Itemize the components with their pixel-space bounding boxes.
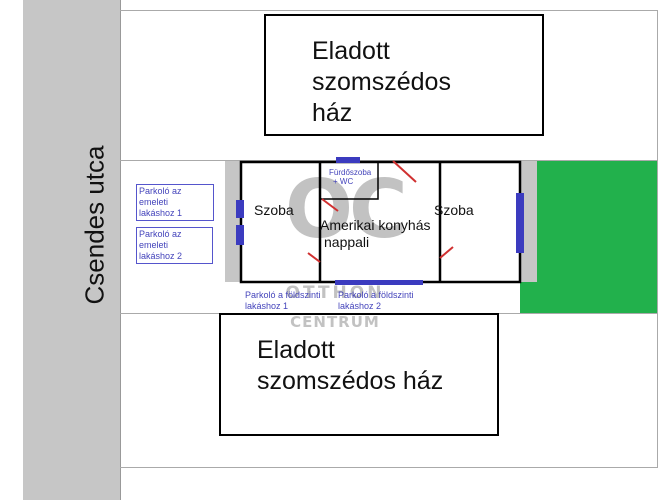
neighbor-bottom-text: Eladott — [257, 336, 335, 364]
watermark-line1: OTTHON — [285, 283, 385, 303]
living-line: Amerikai konyhás — [320, 217, 431, 233]
window-icon — [516, 193, 524, 253]
door-icon — [392, 160, 417, 183]
door-icon — [321, 198, 339, 212]
lot-boundary — [120, 10, 658, 468]
plot-line-top — [120, 160, 657, 161]
neighbor-top-text: ház — [312, 99, 353, 127]
parking-upper-1: Parkoló az emeleti lakáshoz 1 — [136, 184, 214, 221]
street — [23, 0, 121, 500]
parking-line: Parkoló az emeleti — [139, 229, 182, 250]
door-icon — [439, 246, 454, 259]
door-icon — [307, 252, 321, 263]
room-label-living: Amerikai konyhás nappali — [320, 217, 431, 251]
room-label-bathroom: Fürdőszoba + WC — [329, 168, 371, 186]
parking-line: lakáshoz 1 — [139, 208, 183, 218]
parking-line: lakáshoz 1 — [245, 301, 289, 311]
window-icon — [336, 157, 360, 163]
window-icon — [335, 280, 423, 285]
neighbor-top-text: Eladott — [312, 37, 390, 65]
bathroom-line: Fürdőszoba — [329, 168, 372, 177]
living-line: nappali — [324, 234, 370, 250]
room-label-left: Szoba — [254, 202, 294, 218]
parking-line: lakáshoz 2 — [139, 251, 183, 261]
parking-upper-2: Parkoló az emeleti lakáshoz 2 — [136, 227, 213, 264]
window-icon — [236, 200, 244, 218]
neighbor-house-bottom: Eladott szomszédos ház — [219, 313, 499, 436]
parking-line: lakáshoz 2 — [338, 301, 382, 311]
bathroom-line: + WC — [333, 177, 354, 186]
parking-line: Parkoló a földszinti — [338, 290, 414, 300]
watermark-line2: CENTRUM — [290, 313, 380, 331]
terrace-left — [225, 161, 240, 282]
parking-line: Parkoló az emeleti — [139, 186, 182, 207]
neighbor-bottom-text: szomszédos ház — [257, 367, 444, 395]
parking-ground-1: Parkoló a földszinti lakáshoz 1 — [245, 290, 321, 312]
parking-ground-2: Parkoló a földszinti lakáshoz 2 — [338, 290, 414, 312]
room-label-right: Szoba — [434, 202, 474, 218]
neighbor-top-text: szomszédos — [312, 68, 451, 96]
parking-line: Parkoló a földszinti — [245, 290, 321, 300]
neighbor-house-top: Eladott szomszédos ház — [264, 14, 544, 136]
bathroom-wall — [320, 162, 379, 200]
terrace-right — [521, 161, 537, 282]
window-icon — [236, 225, 244, 245]
garden — [520, 161, 657, 313]
